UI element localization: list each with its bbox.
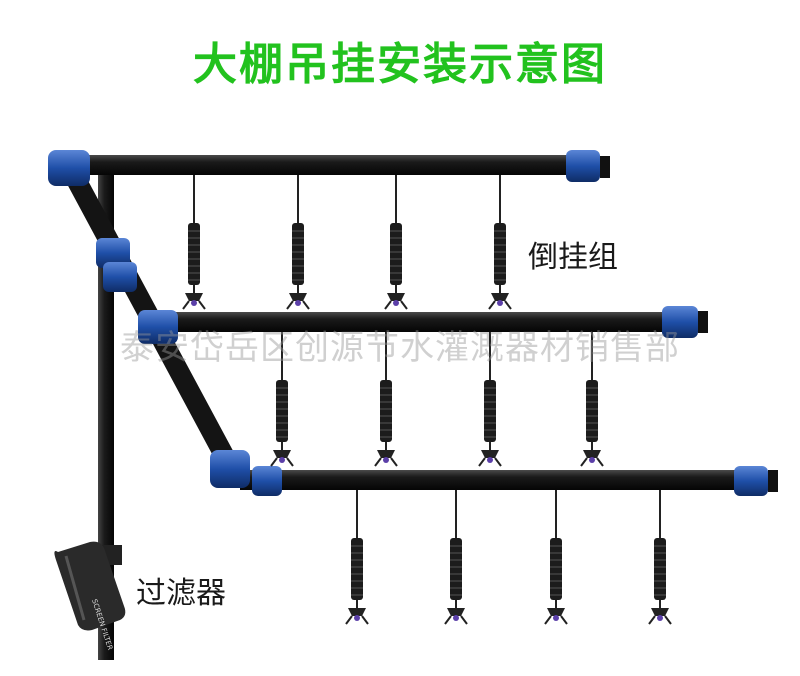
tee-fitting-middle [138,310,178,344]
hanger-row-bottom [345,489,672,625]
screen-filter: SCREEN FILTER [54,541,126,651]
vertical-supply-pipe [98,170,114,660]
coupler-1 [96,238,130,268]
end-cap-top [566,150,600,182]
hanger-row-top [182,174,512,310]
elbow-fitting-top [48,150,90,186]
hanging-group-label: 倒挂组 [528,240,618,275]
end-cap-middle [662,306,698,338]
filter-label: 过滤器 [136,576,226,611]
blue-fittings [48,150,768,496]
top-lateral-pipe [80,155,588,175]
coupler-2 [103,262,137,292]
end-cap-bottom [734,466,768,496]
diagram-title: 大棚吊挂安装示意图 [193,39,607,90]
elbow-fitting-bottom [210,450,250,488]
middle-lateral-pipe [160,312,680,332]
coupler-bottom [252,466,282,496]
watermark: 泰安岱岳区创源节水灌溉器材销售部 [120,328,680,368]
bottom-lateral-pipe [240,470,745,490]
